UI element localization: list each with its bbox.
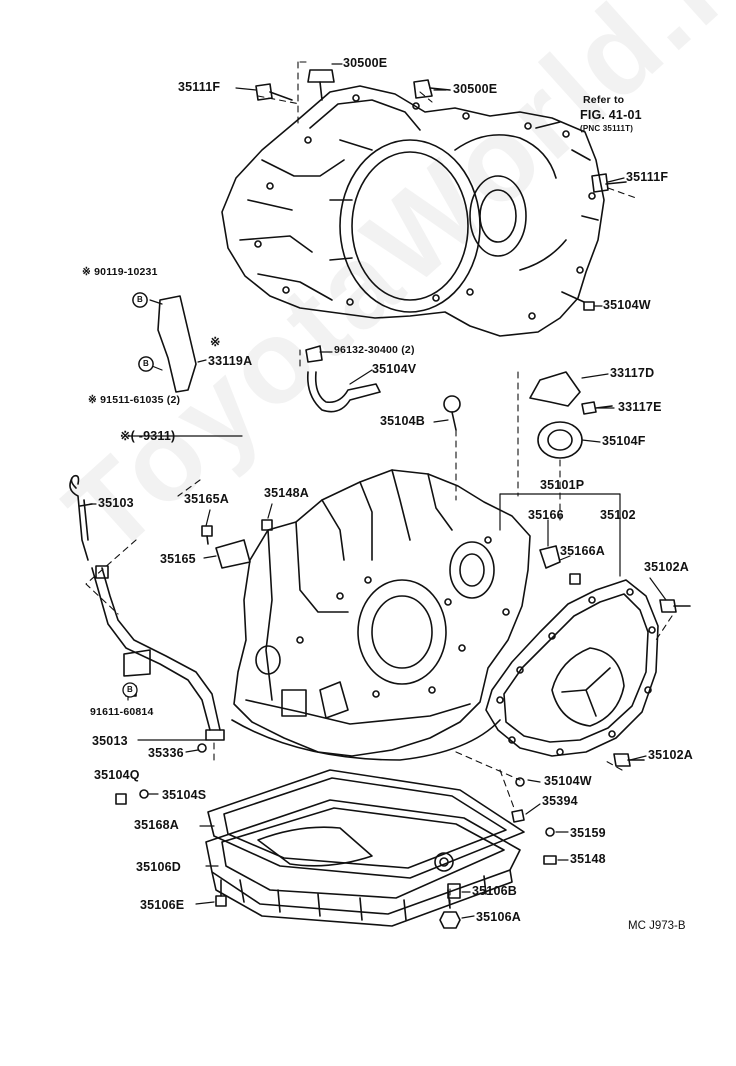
transaxle-housing (231, 469, 531, 761)
part-label-35104S: 35104S (162, 788, 207, 802)
part-label-35159: 35159 (570, 826, 606, 840)
part-label-35106A: 35106A (476, 910, 521, 924)
b-markers (122, 292, 154, 698)
part-label-35148: 35148 (570, 852, 606, 866)
part-label-91611-60814: 91611-60814 (90, 706, 154, 718)
part-label-35104W: 35104W (544, 774, 592, 788)
b-marker-label: B (127, 685, 133, 694)
part-label-35013: 35013 (92, 734, 128, 748)
part-label-35101P: 35101P (540, 478, 585, 492)
part-label-35106D: 35106D (136, 860, 181, 874)
part-label-35148A: 35148A (264, 486, 309, 500)
part-label-35336: 35336 (148, 746, 184, 760)
part-label-35104F: 35104F (602, 434, 646, 448)
part-label-35111F: 35111F (178, 80, 221, 94)
alignment-lines (85, 61, 673, 907)
part-label-33119A: 33119A (208, 354, 253, 368)
part-label-96132-30400: 96132-30400 (2) (334, 344, 415, 356)
transaxle-case (221, 85, 605, 337)
part-label-35102: 35102 (600, 508, 636, 522)
side-cover (485, 579, 659, 757)
part-label-33117E: 33117E (618, 400, 662, 414)
part-label-35102A: 35102A (644, 560, 689, 574)
part-label-35102A: 35102A (648, 748, 693, 762)
part-label-90119-10231: ※ 90119-10231 (82, 266, 158, 278)
b-marker-label: B (137, 295, 143, 304)
applicability-note: ※( -9311) (120, 429, 176, 443)
part-label-35165: 35165 (160, 552, 196, 566)
part-label-35168A: 35168A (134, 818, 179, 832)
b-marker-label: B (143, 359, 149, 368)
refer-line-1: Refer to (583, 94, 625, 106)
part-label-35103: 35103 (98, 496, 134, 510)
part-label-30500E: 30500E (453, 82, 498, 96)
oil-pan (205, 799, 521, 927)
part-label-35104W: 35104W (603, 298, 651, 312)
part-label-30500E: 30500E (343, 56, 388, 70)
star-marker: ※ (210, 335, 221, 349)
figure-code: MC J973-B (628, 920, 686, 932)
part-label-35111F: 35111F (626, 170, 669, 184)
part-label-35394: 35394 (542, 794, 578, 808)
part-label-35104Q: 35104Q (94, 768, 140, 782)
part-label-35106E: 35106E (140, 898, 185, 912)
part-label-35166A: 35166A (560, 544, 605, 558)
part-label-35106B: 35106B (472, 884, 517, 898)
part-label-35166: 35166 (528, 508, 564, 522)
part-label-91511-61035: ※ 91511-61035 (2) (88, 394, 181, 406)
refer-line-2: FIG. 41-01 (580, 108, 642, 122)
part-label-35104B: 35104B (380, 414, 425, 428)
part-label-35165A: 35165A (184, 492, 229, 506)
oil-gauge-and-tube (69, 474, 225, 741)
refer-line-3: (PNC 35111T) (580, 124, 634, 133)
part-label-33117D: 33117D (610, 366, 655, 380)
part-label-35104V: 35104V (372, 362, 417, 376)
